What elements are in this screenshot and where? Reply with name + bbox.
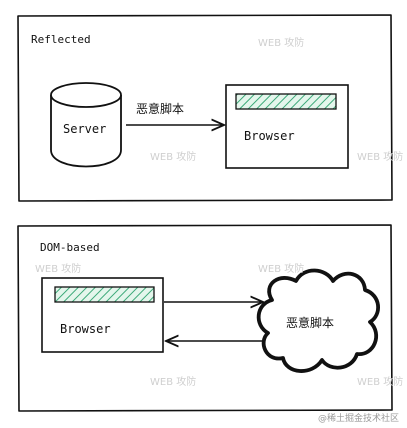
dom-based-browser-address-bar: [54, 286, 155, 303]
watermark-text: WEB 攻防: [258, 36, 304, 49]
dom-based-browser: Browser: [41, 277, 164, 353]
reflected-panel-frame: [17, 14, 393, 202]
dom-based-panel: DOM-based Browser 恶意脚本: [17, 224, 393, 412]
watermark-text: WEB 攻防: [150, 150, 196, 163]
reflected-browser-address-bar: [235, 93, 337, 110]
cloud-label: 恶意脚本: [286, 315, 334, 330]
watermark-text: WEB 攻防: [357, 150, 403, 163]
dom-based-panel-frame: [17, 224, 393, 412]
watermark-text: WEB 攻防: [258, 262, 304, 275]
watermarks: WEB 攻防 WEB 攻防 WEB 攻防 WEB 攻防 WEB 攻防 WEB 攻…: [35, 36, 403, 388]
server-cylinder: Server: [50, 82, 122, 168]
reflected-browser-label: Browser: [244, 129, 295, 143]
footer-attribution: @稀土掘金技术社区: [318, 412, 399, 424]
dom-based-browser-label: Browser: [60, 322, 111, 336]
malicious-script-cloud: 恶意脚本: [256, 268, 380, 373]
reflected-browser: Browser: [225, 84, 349, 169]
server-label: Server: [63, 122, 106, 136]
watermark-text: WEB 攻防: [35, 262, 81, 275]
reflected-arrow-label: 恶意脚本: [136, 101, 184, 116]
dom-based-title: DOM-based: [40, 241, 100, 254]
watermark-text: WEB 攻防: [357, 375, 403, 388]
reflected-title: Reflected: [31, 33, 91, 46]
watermark-text: WEB 攻防: [150, 375, 196, 388]
reflected-panel: Reflected Server 恶意脚本 Browser: [17, 14, 393, 202]
